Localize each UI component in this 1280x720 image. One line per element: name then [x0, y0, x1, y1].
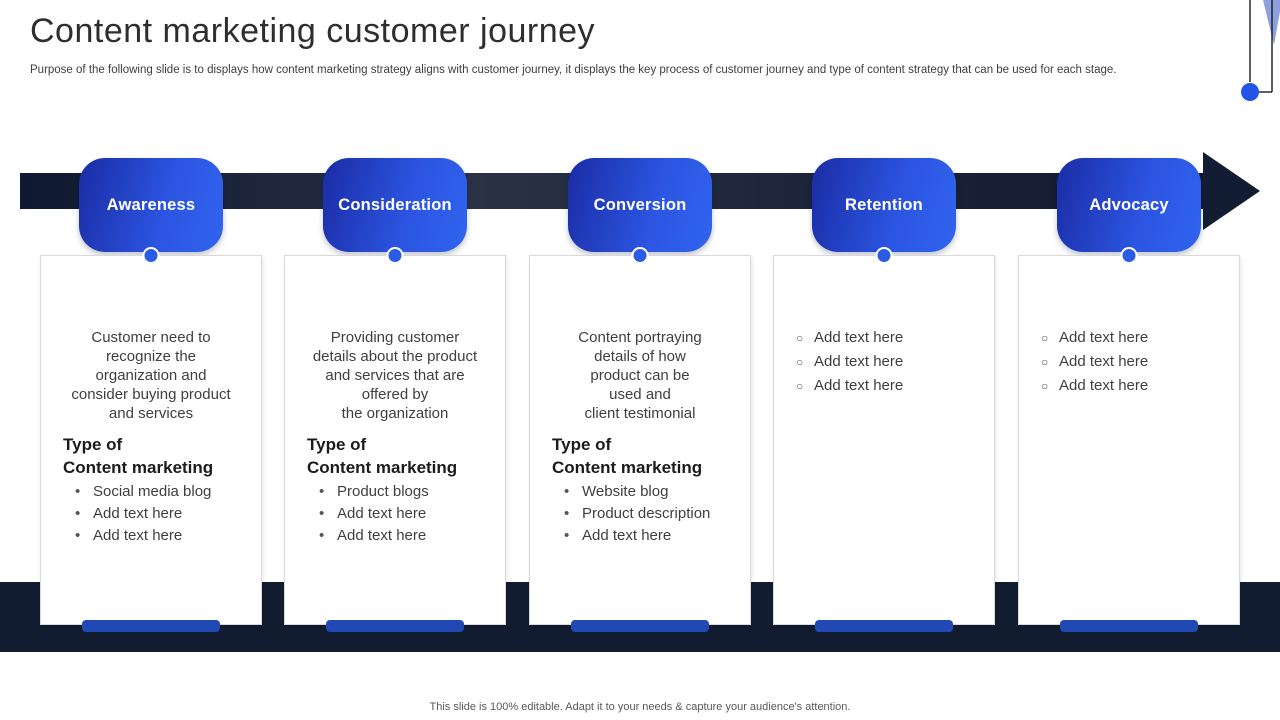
stage-tab-retention[interactable]: Retention	[812, 158, 956, 252]
stage-description: Providing customer details about the pro…	[312, 329, 478, 422]
bullet-marker: •	[75, 527, 81, 544]
list-item: • Product blogs	[319, 482, 505, 501]
connector-dot	[142, 247, 160, 264]
list-item[interactable]: • Add text here	[319, 504, 505, 523]
bullet-text[interactable]: Add text here	[582, 527, 672, 544]
card-bottom-accent-bar	[326, 620, 464, 632]
content-type-heading: Type of Content marketing	[307, 435, 458, 477]
bullet-list: ○ Add text here ○ Add text here ○ Add text …	[1019, 328, 1239, 396]
bullet-text: Product description	[582, 505, 711, 522]
bullet-marker: ○	[796, 331, 804, 345]
bullet-marker: •	[319, 483, 325, 500]
list-item[interactable]: • Add text here	[564, 526, 750, 545]
bullet-list: • Product blogs • Add text here • Add text …	[285, 482, 505, 545]
bullet-text[interactable]: Add text here	[814, 329, 904, 346]
bullet-marker: ○	[1041, 331, 1049, 345]
bullet-list: • Website blog • Product description • Add …	[530, 482, 750, 545]
stage-tab-awareness[interactable]: Awareness	[79, 158, 223, 252]
card-bottom-accent-bar	[571, 620, 709, 632]
connector-dot	[386, 247, 404, 264]
stage-card-awareness[interactable]: Customer need to recognize the organizat…	[40, 255, 262, 625]
stage-tab-advocacy[interactable]: Advocacy	[1057, 158, 1201, 252]
bullet-text[interactable]: Add text here	[1059, 353, 1149, 370]
list-item[interactable]: ○ Add text here	[1041, 352, 1239, 372]
list-item[interactable]: • Add text here	[75, 526, 261, 545]
stage-tab-consideration[interactable]: Consideration	[323, 158, 467, 252]
bullet-marker: ○	[1041, 355, 1049, 369]
bullet-marker: •	[319, 505, 325, 522]
page-title: Content marketing customer journey	[30, 12, 596, 50]
bullet-list: ○ Add text here ○ Add text here ○ Add text …	[774, 328, 994, 396]
bullet-text: Website blog	[582, 483, 669, 500]
list-item[interactable]: ○ Add text here	[796, 352, 994, 372]
stage-card-conversion[interactable]: Content portraying details of how produc…	[529, 255, 751, 625]
list-item[interactable]: ○ Add text here	[796, 376, 994, 396]
stage-column-advocacy: Advocacy ○ Add text here ○ Add text here ○…	[1018, 158, 1240, 652]
bullet-marker: ○	[796, 355, 804, 369]
list-item: • Product description	[564, 504, 750, 523]
list-item: • Website blog	[564, 482, 750, 501]
content-type-heading: Type of Content marketing	[552, 435, 703, 477]
bullet-marker: ○	[796, 379, 804, 393]
stage-card-advocacy[interactable]: ○ Add text here ○ Add text here ○ Add text …	[1018, 255, 1240, 625]
content-type-heading: Type of Content marketing	[63, 435, 214, 477]
card-bottom-accent-bar	[815, 620, 953, 632]
stage-column-conversion: Conversion Content portraying details of…	[529, 158, 751, 652]
connector-dot	[875, 247, 893, 264]
slide-subtitle: Purpose of the following slide is to dis…	[30, 64, 1117, 76]
connector-dot	[1120, 247, 1138, 264]
bullet-text[interactable]: Add text here	[337, 527, 427, 544]
card-bottom-accent-bar	[82, 620, 220, 632]
stage-description: Customer need to recognize the organizat…	[71, 329, 231, 422]
connector-dot	[631, 247, 649, 264]
list-item[interactable]: ○ Add text here	[1041, 328, 1239, 348]
bullet-marker: ○	[1041, 379, 1049, 393]
bullet-text: Product blogs	[337, 483, 429, 500]
journey-arrowhead-icon	[1203, 152, 1260, 230]
list-item[interactable]: ○ Add text here	[1041, 376, 1239, 396]
stage-description: Content portraying details of how produc…	[578, 329, 702, 422]
bullet-marker: •	[319, 527, 325, 544]
card-bottom-accent-bar	[1060, 620, 1198, 632]
list-item[interactable]: • Add text here	[319, 526, 505, 545]
editable-note: This slide is 100% editable. Adapt it to…	[429, 701, 851, 713]
bullet-marker: •	[564, 527, 570, 544]
bullet-text: Social media blog	[93, 483, 212, 500]
stage-column-retention: Retention ○ Add text here ○ Add text here …	[773, 158, 995, 652]
bullet-text[interactable]: Add text here	[93, 505, 183, 522]
bullet-text[interactable]: Add text here	[337, 505, 427, 522]
bullet-text[interactable]: Add text here	[1059, 377, 1149, 394]
stage-column-consideration: Consideration Providing customer details…	[284, 158, 506, 652]
stage-column-awareness: Awareness Customer need to recognize the…	[40, 158, 262, 652]
bullet-marker: •	[564, 505, 570, 522]
bullet-marker: •	[564, 483, 570, 500]
bullet-list: • Social media blog • Add text here • Add t…	[41, 482, 261, 545]
stage-card-retention[interactable]: ○ Add text here ○ Add text here ○ Add text …	[773, 255, 995, 625]
list-item[interactable]: • Add text here	[75, 504, 261, 523]
list-item: • Social media blog	[75, 482, 261, 501]
list-item[interactable]: ○ Add text here	[796, 328, 994, 348]
bullet-text[interactable]: Add text here	[814, 353, 904, 370]
decor-circle	[1241, 83, 1259, 101]
bullet-text[interactable]: Add text here	[814, 377, 904, 394]
bullet-text[interactable]: Add text here	[1059, 329, 1149, 346]
stage-card-consideration[interactable]: Providing customer details about the pro…	[284, 255, 506, 625]
bullet-marker: •	[75, 483, 81, 500]
stage-tab-conversion[interactable]: Conversion	[568, 158, 712, 252]
bullet-marker: •	[75, 505, 81, 522]
corner-decoration-icon	[1241, 0, 1280, 101]
bullet-text[interactable]: Add text here	[93, 527, 183, 544]
